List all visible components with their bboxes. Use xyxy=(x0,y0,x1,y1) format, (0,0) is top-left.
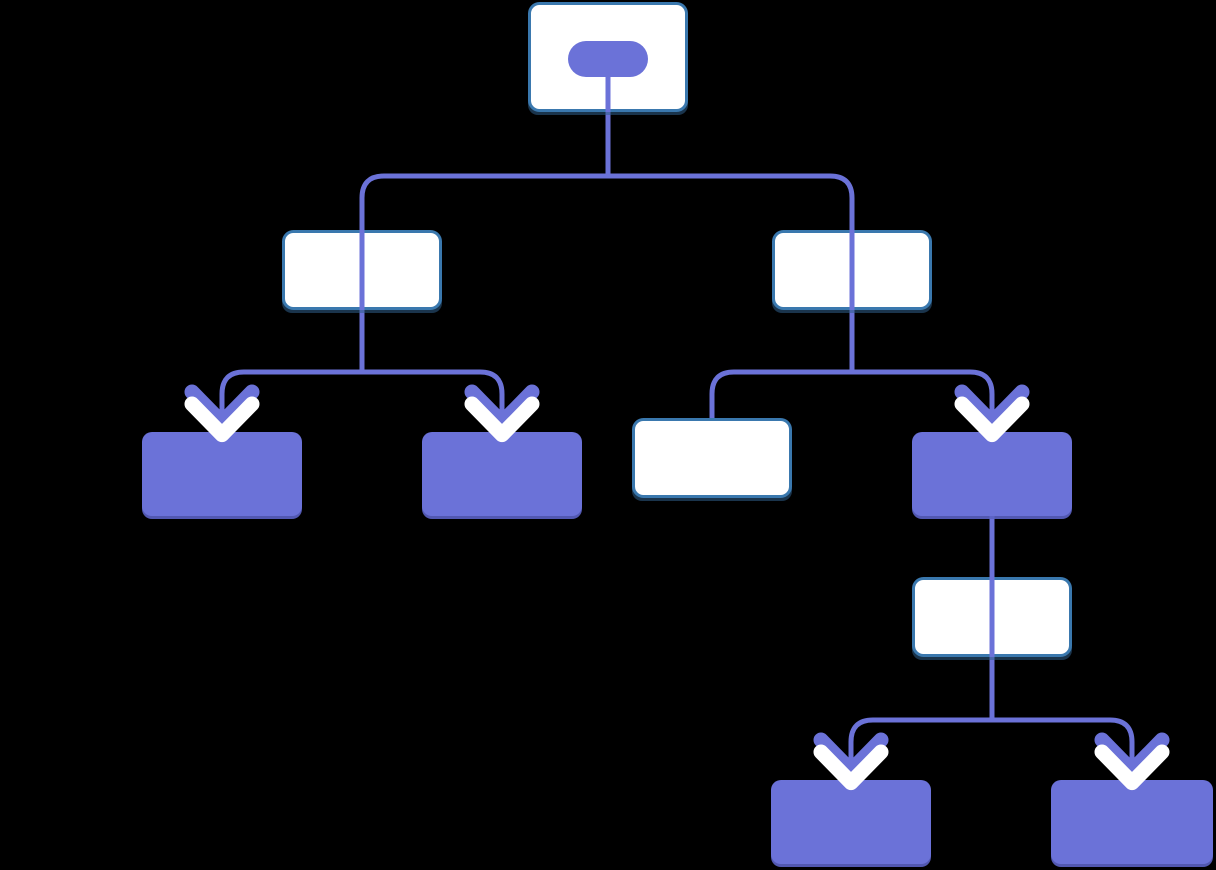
arrowhead-leaf-a xyxy=(184,384,260,443)
arrowhead-branch-node xyxy=(954,384,1030,443)
arrowhead-branch-node-back-chevron xyxy=(954,384,1030,431)
arrowhead-leaf-left-front-chevron xyxy=(813,744,889,791)
level2-leaf-a-shape xyxy=(142,432,302,516)
arrowhead-leaf-left-back-chevron xyxy=(813,732,889,779)
edge-level1-left-to-leaf-b xyxy=(362,369,505,440)
edge-level3-to-leaf-left xyxy=(848,717,992,788)
arrowhead-leaf-b xyxy=(464,384,540,443)
root-node[interactable] xyxy=(528,2,688,116)
level2-white-node[interactable] xyxy=(632,418,792,502)
edge-root-to-level1-left xyxy=(359,173,608,320)
arrowhead-leaf-b-back-chevron xyxy=(464,384,540,431)
level4-leaf-left-shape xyxy=(771,780,931,864)
level2-purple-branch-node[interactable] xyxy=(912,432,1072,519)
edge-root-to-level1-right xyxy=(608,173,855,320)
arrowhead-leaf-b-front-chevron xyxy=(464,396,540,443)
level4-leaf-left[interactable] xyxy=(771,780,931,867)
arrowhead-branch-node-front-chevron xyxy=(954,396,1030,443)
arrowhead-layer xyxy=(184,384,1170,791)
arrowhead-leaf-a-back-chevron xyxy=(184,384,260,431)
edge-level3-to-leaf-right xyxy=(992,717,1135,788)
node-layer xyxy=(142,2,1213,867)
overlay-connector-layer xyxy=(359,230,995,657)
arrowhead-leaf-left xyxy=(813,732,889,791)
level2-leaf-b-shape xyxy=(422,432,582,516)
edge-level1-right-to-branch-node xyxy=(852,369,995,440)
arrowhead-leaf-a-front-chevron xyxy=(184,396,260,443)
level2-white-node-shape xyxy=(632,418,792,498)
root-node-pill-badge xyxy=(568,41,648,77)
edge-level1-left-to-leaf-a xyxy=(219,369,362,440)
level2-leaf-a[interactable] xyxy=(142,432,302,519)
level4-leaf-right[interactable] xyxy=(1051,780,1213,867)
edge-level1-right-to-white-node xyxy=(709,369,852,426)
arrowhead-leaf-right-back-chevron xyxy=(1094,732,1170,779)
level2-leaf-b[interactable] xyxy=(422,432,582,519)
arrowhead-leaf-right-front-chevron xyxy=(1094,744,1170,791)
level4-leaf-right-shape xyxy=(1051,780,1213,864)
level2-purple-branch-node-shape xyxy=(912,432,1072,516)
arrowhead-leaf-right xyxy=(1094,732,1170,791)
